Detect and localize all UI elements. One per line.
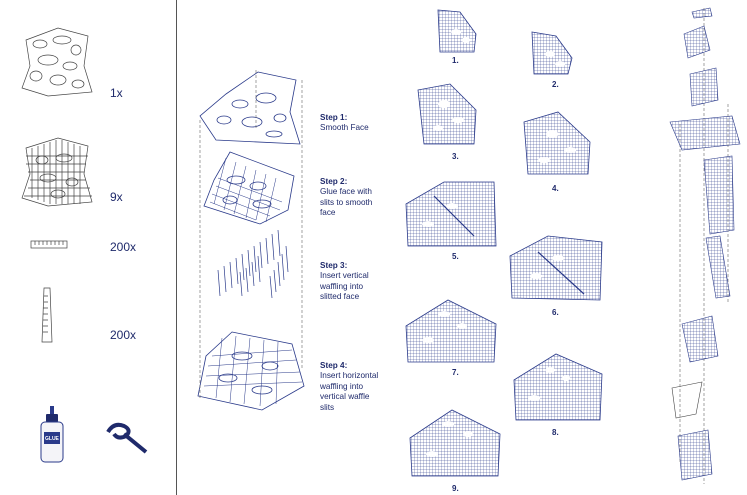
step-connector-lines <box>199 70 303 400</box>
exploded-sequence-drawing <box>669 7 741 484</box>
step-4-title: Step 4: <box>320 360 348 370</box>
step-3-title: Step 3: <box>320 260 348 270</box>
step-4-horizontal-waffling-drawing <box>197 331 305 411</box>
assembly-number-2: 2. <box>552 80 559 89</box>
vertical-waffle-strip-drawing <box>41 287 53 343</box>
assembly-2-drawing <box>531 31 573 75</box>
assembly-number-9: 9. <box>452 484 459 493</box>
assembly-4-drawing <box>523 111 591 175</box>
assembly-3-drawing <box>417 83 477 145</box>
assembly-1-drawing <box>437 9 477 53</box>
step-1-description: Smooth Face <box>320 123 369 132</box>
assembly-number-1: 1. <box>452 56 459 65</box>
quantity-slitted-face: 9x <box>110 190 123 204</box>
assembly-9-drawing <box>409 409 501 477</box>
step-3-description: Insert vertical waffling into slitted fa… <box>320 271 369 301</box>
step-2-title: Step 2: <box>320 176 348 186</box>
quantity-horizontal-strip: 200x <box>110 240 137 254</box>
step-1-text: Step 1:Smooth Face <box>320 102 410 134</box>
glue-label: GLUE <box>45 436 59 442</box>
horizontal-waffle-strip-drawing <box>30 240 68 249</box>
assembly-number-6: 6. <box>552 308 559 317</box>
step-2-slitted-face-drawing <box>203 151 295 225</box>
assembly-5-drawing <box>405 181 497 247</box>
step-1-title: Step 1: <box>320 112 348 122</box>
step-4-text: Step 4:Insert horizontal waffling into v… <box>320 350 410 413</box>
assembly-number-3: 3. <box>452 152 459 161</box>
quantity-smooth-face: 1x <box>110 86 123 100</box>
assembly-number-4: 4. <box>552 184 559 193</box>
column-divider <box>176 0 177 495</box>
assembly-number-8: 8. <box>552 428 559 437</box>
assembly-7-drawing <box>405 299 497 363</box>
assembly-6-drawing <box>509 235 603 301</box>
assembly-number-7: 7. <box>452 368 459 377</box>
glue-bottle-icon <box>40 406 64 463</box>
assembly-number-5: 5. <box>452 252 459 261</box>
step-2-text: Step 2:Glue face with slits to smooth fa… <box>320 166 410 219</box>
quantity-vertical-strip: 200x <box>110 328 137 342</box>
slitted-face-piece-drawing <box>21 137 93 207</box>
smooth-face-piece-drawing <box>21 27 93 97</box>
assembly-8-drawing <box>513 353 603 421</box>
step-3-vertical-waffling-drawing <box>217 229 289 299</box>
step-4-description: Insert horizontal waffling into vertical… <box>320 371 379 412</box>
step-3-text: Step 3:Insert vertical waffling into sli… <box>320 250 410 303</box>
cable-tie-icon <box>106 422 148 454</box>
step-2-description: Glue face with slits to smooth face <box>320 187 373 217</box>
